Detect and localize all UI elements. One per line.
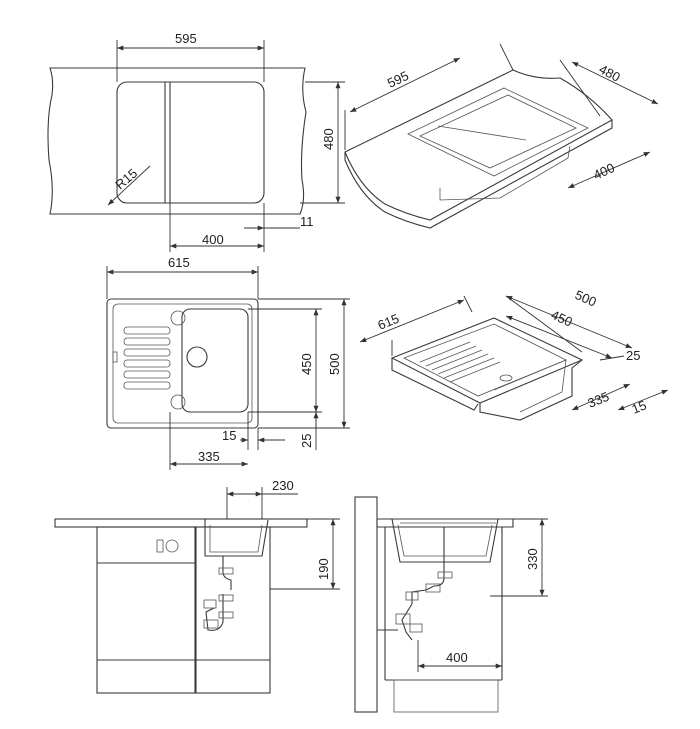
iso1-width-label: 595 — [385, 68, 411, 91]
side-view-2 — [354, 496, 548, 713]
side1-offset-label: 230 — [272, 478, 294, 493]
iso2-bowl-label: 335 — [586, 389, 612, 411]
top2-width-label: 615 — [168, 255, 190, 270]
iso2-bowl-depth-label: 450 — [549, 307, 575, 330]
iso2-depth-label: 500 — [573, 287, 599, 310]
top1-bowl-label: 400 — [202, 232, 224, 247]
top2-edge-b-label: 25 — [299, 434, 314, 448]
side2-height-label: 330 — [525, 548, 540, 570]
top1-width-label: 595 — [175, 31, 197, 46]
top1-edge-label: 11 — [300, 214, 314, 229]
iso2-edge-b-label: 25 — [626, 348, 640, 363]
side-view-1 — [54, 487, 340, 694]
side2-distance-label: 400 — [446, 650, 468, 665]
top2-bowl-depth-label: 450 — [299, 353, 314, 375]
top2-depth-label: 500 — [327, 353, 342, 375]
top1-depth-label: 480 — [321, 128, 336, 150]
top2-edge-a-label: 15 — [222, 428, 236, 443]
top-view-1 — [47, 40, 345, 252]
iso-view-2 — [359, 295, 669, 421]
drainer-ribs — [123, 326, 171, 390]
iso-view-1 — [344, 43, 659, 229]
top2-bowl-label: 335 — [198, 449, 220, 464]
iso1-depth-label: 480 — [597, 61, 623, 84]
iso2-edge-a-label: 15 — [630, 397, 649, 416]
side1-height-label: 190 — [316, 558, 331, 580]
iso2-width-label: 615 — [376, 311, 402, 333]
iso1-bowl-label: 400 — [591, 160, 617, 183]
top-view-2 — [106, 266, 350, 470]
